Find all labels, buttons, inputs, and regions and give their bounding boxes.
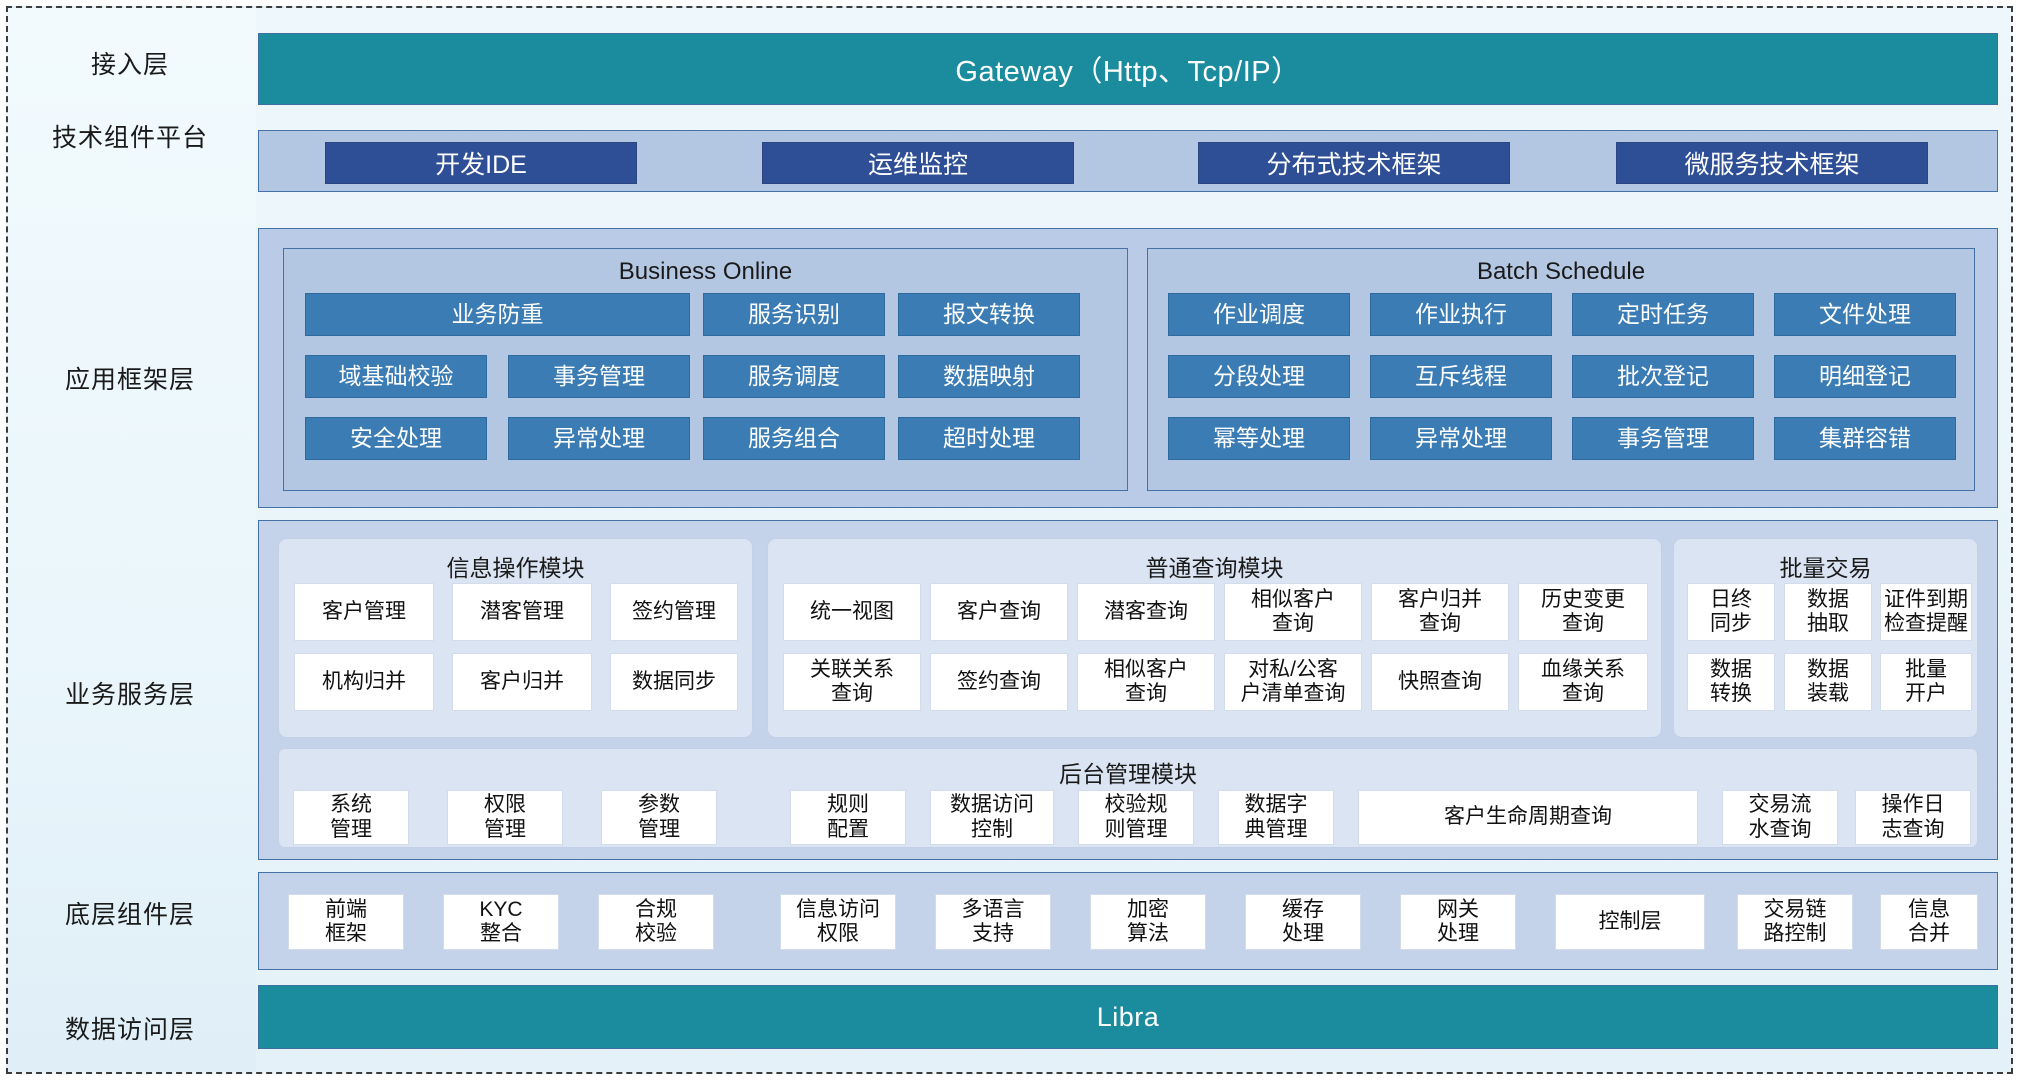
comp-chip-4[interactable]: 信息访问权限	[780, 894, 896, 950]
cq-chip-r1c5[interactable]: 快照查询	[1371, 653, 1509, 711]
bo-chip-wide[interactable]: 业务防重	[305, 293, 690, 336]
bt-chip-r0c2[interactable]: 数据抽取	[1784, 583, 1872, 641]
io-chip-r0c3[interactable]: 签约管理	[610, 583, 738, 641]
bo-chip-r1c1[interactable]: 域基础校验	[305, 355, 487, 398]
cq-chip-r0c1[interactable]: 统一视图	[783, 583, 921, 641]
io-chip-r1c3[interactable]: 数据同步	[610, 653, 738, 711]
bs-chip-r1c2[interactable]: 互斥线程	[1370, 355, 1552, 398]
tech-chip-microservice[interactable]: 微服务技术框架	[1616, 142, 1928, 184]
tech-chip-distributed[interactable]: 分布式技术框架	[1198, 142, 1510, 184]
batch-trade-title: 批量交易	[1779, 555, 1872, 581]
bo-mgmt-chip-7[interactable]: 数据字典管理	[1218, 790, 1334, 845]
bo-mgmt-chip-10[interactable]: 操作日志查询	[1855, 790, 1971, 845]
cq-chip-r0c5[interactable]: 客户归并查询	[1371, 583, 1509, 641]
data-access-bar: Libra	[258, 985, 1998, 1049]
bt-chip-r0c1[interactable]: 日终同步	[1687, 583, 1775, 641]
bo-mgmt-chip-8[interactable]: 客户生命周期查询	[1358, 790, 1698, 845]
bt-chip-r1c2[interactable]: 数据装载	[1784, 653, 1872, 711]
bs-chip-r0c1[interactable]: 作业调度	[1168, 293, 1350, 336]
tech-chip-ops[interactable]: 运维监控	[762, 142, 1074, 184]
bt-chip-r1c1[interactable]: 数据转换	[1687, 653, 1775, 711]
bo-mgmt-chip-4[interactable]: 规则配置	[790, 790, 906, 845]
bo-mgmt-chip-1[interactable]: 系统管理	[293, 790, 409, 845]
cq-chip-r0c4[interactable]: 相似客户查询	[1224, 583, 1362, 641]
bs-chip-r2c3[interactable]: 事务管理	[1572, 417, 1754, 460]
bs-chip-r0c3[interactable]: 定时任务	[1572, 293, 1754, 336]
cq-chip-r0c2[interactable]: 客户查询	[930, 583, 1068, 641]
layer-label-dataaccess: 数据访问层	[64, 1016, 195, 1044]
bs-chip-r1c4[interactable]: 明细登记	[1774, 355, 1956, 398]
bo-chip-r1c3[interactable]: 服务调度	[703, 355, 885, 398]
common-query-title: 普通查询模块	[1145, 555, 1284, 581]
io-chip-r1c2[interactable]: 客户归并	[452, 653, 592, 711]
gateway-bar: Gateway（Http、Tcp/IP）	[258, 33, 1998, 105]
io-chip-r0c2[interactable]: 潜客管理	[452, 583, 592, 641]
layer-label-column	[8, 8, 256, 1072]
comp-chip-6[interactable]: 加密算法	[1090, 894, 1206, 950]
bs-chip-r1c3[interactable]: 批次登记	[1572, 355, 1754, 398]
bo-mgmt-chip-5[interactable]: 数据访问控制	[930, 790, 1054, 845]
io-chip-r1c1[interactable]: 机构归并	[294, 653, 434, 711]
bs-chip-r0c4[interactable]: 文件处理	[1774, 293, 1956, 336]
layer-label-component: 底层组件层	[64, 901, 195, 929]
bo-mgmt-chip-2[interactable]: 权限管理	[447, 790, 563, 845]
comp-chip-5[interactable]: 多语言支持	[935, 894, 1051, 950]
comp-chip-3[interactable]: 合规校验	[598, 894, 714, 950]
comp-chip-1[interactable]: 前端框架	[288, 894, 404, 950]
bo-mgmt-chip-9[interactable]: 交易流水查询	[1722, 790, 1838, 845]
bo-chip-service-identify[interactable]: 服务识别	[703, 293, 885, 336]
bs-chip-r2c2[interactable]: 异常处理	[1370, 417, 1552, 460]
bo-chip-r2c1[interactable]: 安全处理	[305, 417, 487, 460]
bs-chip-r0c2[interactable]: 作业执行	[1370, 293, 1552, 336]
comp-chip-11[interactable]: 信息合并	[1880, 894, 1978, 950]
layer-label-appframe: 应用框架层	[64, 366, 195, 394]
backoffice-title: 后台管理模块	[1059, 761, 1197, 787]
io-chip-r0c1[interactable]: 客户管理	[294, 583, 434, 641]
info-ops-title: 信息操作模块	[446, 555, 585, 581]
bo-chip-r1c4[interactable]: 数据映射	[898, 355, 1080, 398]
bo-mgmt-chip-3[interactable]: 参数管理	[601, 790, 717, 845]
bo-chip-r2c4[interactable]: 超时处理	[898, 417, 1080, 460]
bo-chip-r2c2[interactable]: 异常处理	[508, 417, 690, 460]
cq-chip-r1c2[interactable]: 签约查询	[930, 653, 1068, 711]
layer-label-service: 业务服务层	[64, 681, 195, 709]
cq-chip-r0c3[interactable]: 潜客查询	[1077, 583, 1215, 641]
comp-chip-8[interactable]: 网关处理	[1400, 894, 1516, 950]
comp-chip-10[interactable]: 交易链路控制	[1737, 894, 1853, 950]
bo-chip-r2c3[interactable]: 服务组合	[703, 417, 885, 460]
tech-chip-ide[interactable]: 开发IDE	[325, 142, 637, 184]
bs-chip-r1c1[interactable]: 分段处理	[1168, 355, 1350, 398]
batch-schedule-title: Batch Schedule	[1476, 258, 1646, 285]
cq-chip-r1c3[interactable]: 相似客户查询	[1077, 653, 1215, 711]
comp-chip-7[interactable]: 缓存处理	[1245, 894, 1361, 950]
bs-chip-r2c4[interactable]: 集群容错	[1774, 417, 1956, 460]
bo-chip-r1c2[interactable]: 事务管理	[508, 355, 690, 398]
comp-chip-9[interactable]: 控制层	[1555, 894, 1705, 950]
cq-chip-r0c6[interactable]: 历史变更查询	[1518, 583, 1648, 641]
bt-chip-r0c3[interactable]: 证件到期检查提醒	[1880, 583, 1972, 641]
bs-chip-r2c1[interactable]: 幂等处理	[1168, 417, 1350, 460]
bo-mgmt-chip-6[interactable]: 校验规则管理	[1078, 790, 1194, 845]
cq-chip-r1c1[interactable]: 关联关系查询	[783, 653, 921, 711]
cq-chip-r1c6[interactable]: 血缘关系查询	[1518, 653, 1648, 711]
bt-chip-r1c3[interactable]: 批量开户	[1880, 653, 1972, 711]
layer-label-access: 接入层	[90, 51, 169, 79]
cq-chip-r1c4[interactable]: 对私/公客户清单查询	[1224, 653, 1362, 711]
bo-chip-msg-convert[interactable]: 报文转换	[898, 293, 1080, 336]
business-online-title: Business Online	[618, 258, 793, 285]
layer-label-tech: 技术组件平台	[51, 124, 208, 152]
